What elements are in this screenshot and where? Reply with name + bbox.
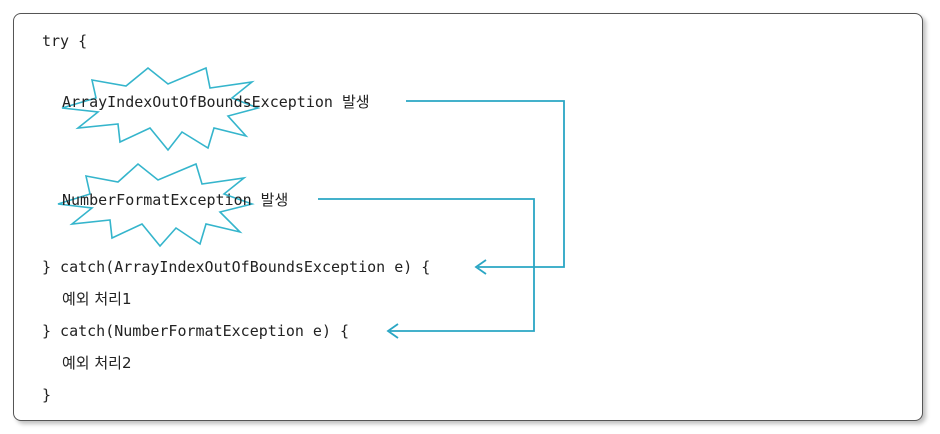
arrow-left-icon-2 bbox=[386, 323, 399, 339]
throw-line-2: NumberFormatException 발생 bbox=[62, 191, 289, 209]
handler-line-1: 예외 처리1 bbox=[62, 290, 132, 308]
explosion-burst-icon-1 bbox=[61, 66, 261, 152]
arrow-left-icon-1 bbox=[474, 259, 487, 275]
close-brace-line: } bbox=[42, 386, 52, 404]
arrow-1-path bbox=[406, 100, 565, 268]
catch-line-1: } catch(ArrayIndexOutOfBoundsException e… bbox=[42, 258, 431, 276]
arrow-2-path bbox=[318, 198, 535, 332]
try-open-line: try { bbox=[42, 32, 88, 50]
handler-line-2: 예외 처리2 bbox=[62, 354, 132, 372]
throw-line-1: ArrayIndexOutOfBoundsException 발생 bbox=[62, 93, 370, 111]
explosion-burst-icon-2 bbox=[57, 162, 255, 248]
catch-line-2: } catch(NumberFormatException e) { bbox=[42, 322, 350, 340]
